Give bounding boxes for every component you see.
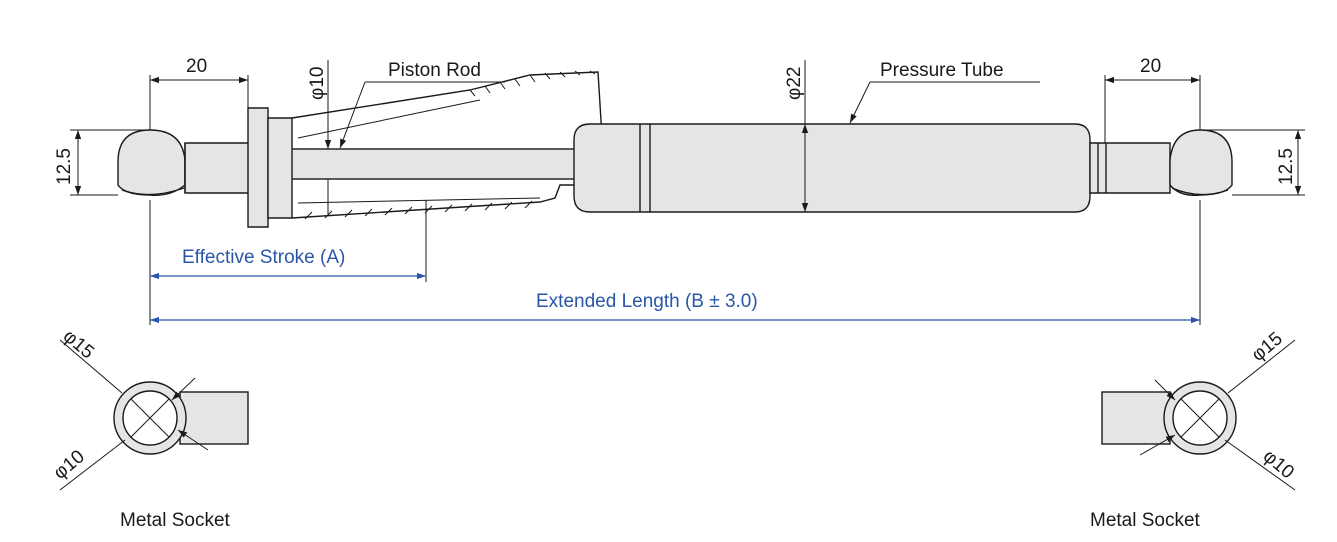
tube-diameter-label: φ22 bbox=[784, 67, 805, 100]
end-length-left: 20 bbox=[186, 56, 207, 77]
effective-stroke-label: Effective Stroke (A) bbox=[182, 247, 345, 268]
extended-length-label: Extended Length (B ± 3.0) bbox=[536, 291, 758, 312]
end-height-right: 12.5 bbox=[1276, 148, 1297, 185]
metal-socket-left bbox=[59, 339, 249, 491]
rod-diameter-label: φ10 bbox=[307, 67, 328, 100]
socket-outer-left-label: φ15 bbox=[59, 326, 98, 364]
metal-socket-left-label: Metal Socket bbox=[120, 510, 231, 531]
socket-inner-left-label: φ10 bbox=[50, 446, 89, 484]
metal-socket-right bbox=[1101, 339, 1296, 491]
right-end-fitting bbox=[1089, 129, 1233, 196]
pressure-tube bbox=[573, 123, 1091, 213]
pressure-tube-label: Pressure Tube bbox=[880, 60, 1004, 81]
metal-socket-right-label: Metal Socket bbox=[1090, 510, 1201, 531]
end-height-left: 12.5 bbox=[54, 148, 75, 185]
socket-inner-right-label: φ10 bbox=[1259, 446, 1298, 484]
piston-rod-label: Piston Rod bbox=[388, 60, 481, 81]
end-length-right: 20 bbox=[1140, 56, 1161, 77]
stroke-length-dimensions bbox=[149, 200, 1201, 325]
socket-outer-right-label: φ15 bbox=[1248, 328, 1287, 366]
dimension-lines bbox=[70, 60, 1305, 215]
left-end-fitting bbox=[117, 129, 251, 196]
